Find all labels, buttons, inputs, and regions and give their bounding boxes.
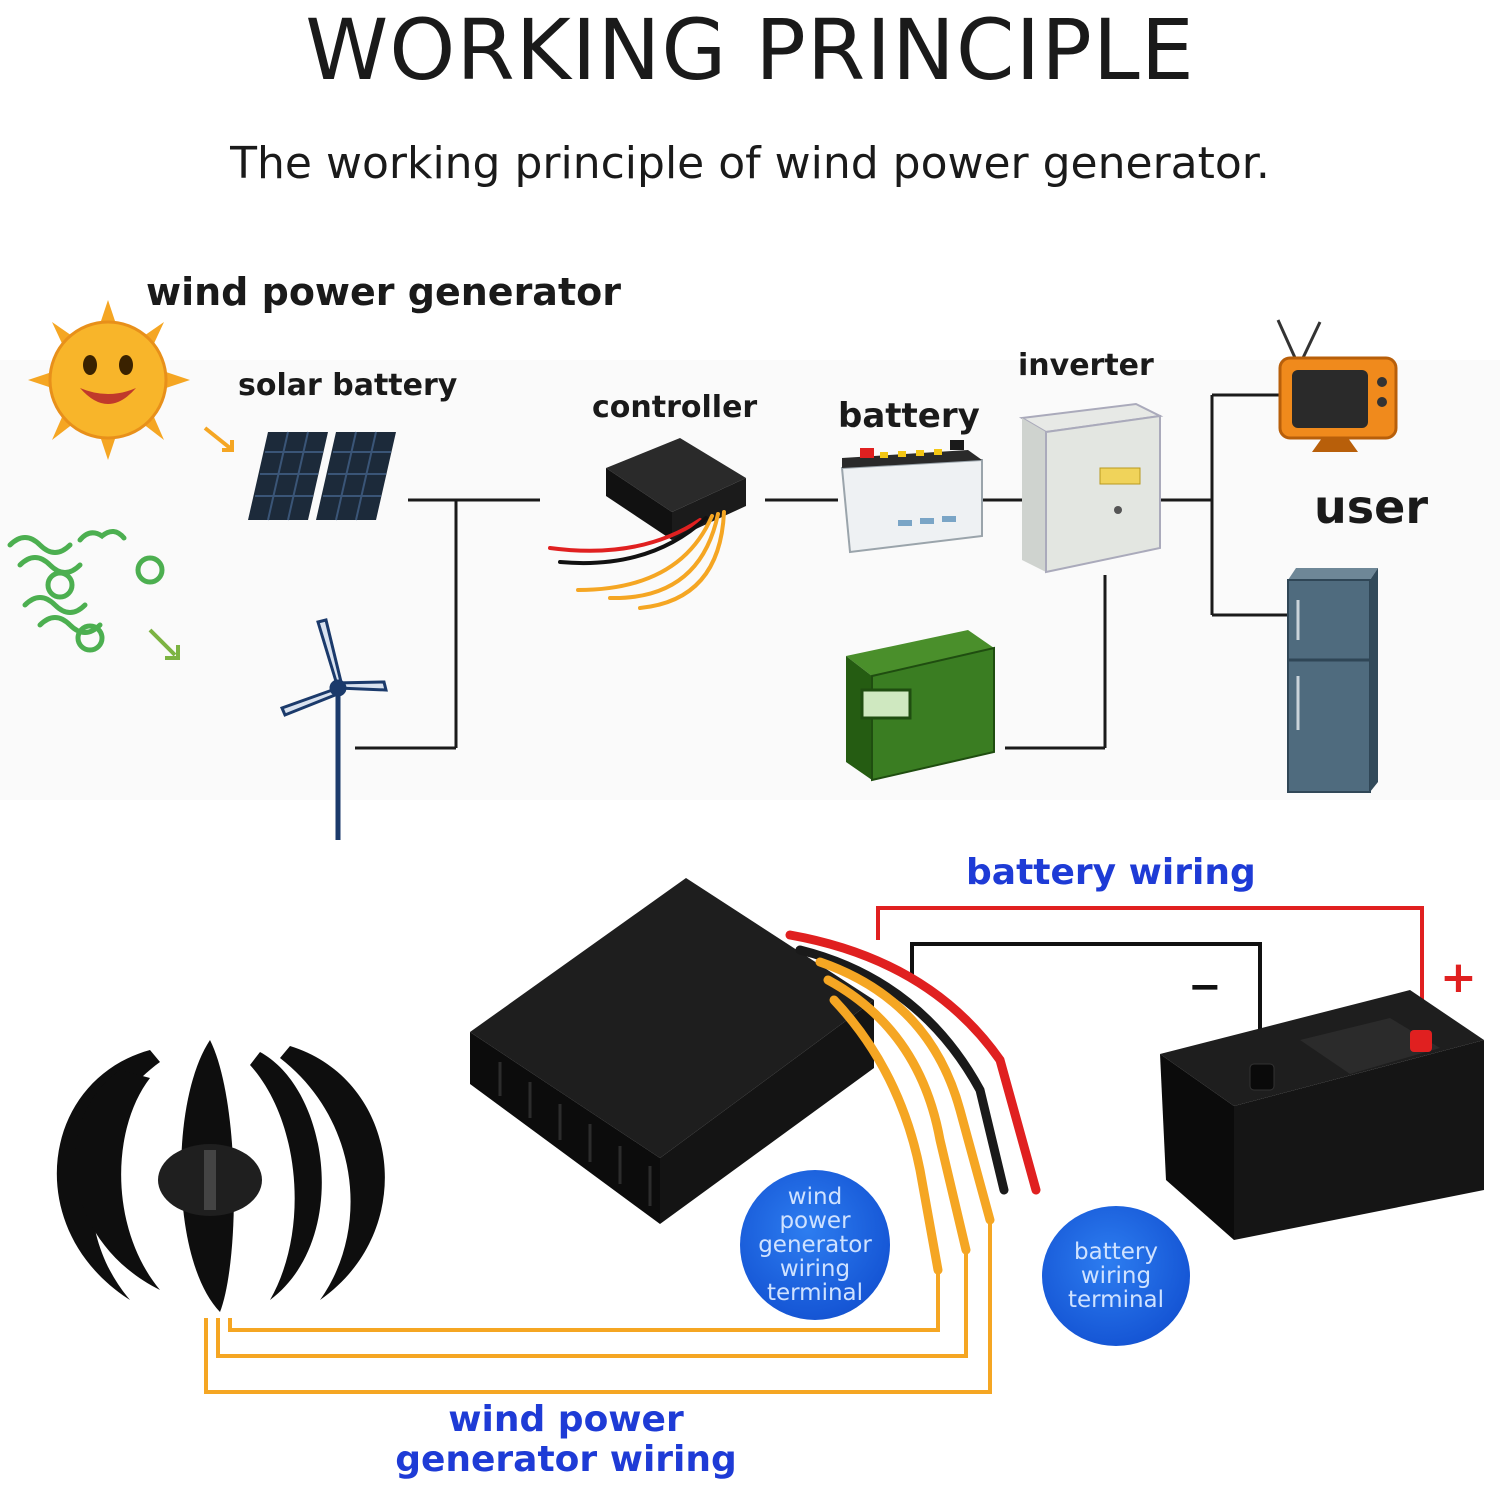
badge-line: wiring — [779, 1256, 851, 1282]
inverter-icon — [1018, 402, 1164, 574]
controller-box-icon — [548, 438, 746, 610]
sun-icon — [28, 300, 190, 460]
label-generator-wiring: wind power generator wiring — [395, 1399, 737, 1480]
solar-panel-icon — [248, 431, 396, 521]
page-title: WORKING PRINCIPLE — [305, 1, 1195, 99]
plus-sign: + — [1440, 952, 1477, 1003]
battery-terminal-badge: battery wiring terminal — [1042, 1206, 1190, 1346]
label-battery: battery — [838, 396, 980, 436]
badge-line: battery — [1074, 1239, 1158, 1265]
wind-arrow-icon — [148, 628, 180, 660]
label-controller: controller — [592, 390, 758, 425]
badge-line: generator — [758, 1232, 872, 1258]
battery-icon — [840, 440, 983, 554]
backup-battery-icon — [846, 630, 995, 782]
label-battery-wiring: battery wiring — [966, 852, 1256, 893]
minus-sign: − — [1188, 964, 1222, 1010]
label-user: user — [1314, 480, 1429, 534]
vertical-turbine-icon — [56, 1040, 385, 1312]
top-connection-lines — [355, 393, 1288, 750]
wind-turbine-icon — [279, 618, 388, 840]
badge-line: terminal — [766, 1280, 864, 1306]
label-wind-power-generator: wind power generator — [146, 270, 621, 314]
car-battery-icon — [1160, 990, 1484, 1240]
controller-unit-icon — [470, 878, 874, 1224]
tv-icon — [1276, 319, 1398, 452]
label-inverter: inverter — [1018, 348, 1154, 383]
battery-wiring-lines — [876, 906, 1424, 1072]
generator-wiring-lines — [204, 1222, 992, 1394]
sun-arrow-icon — [203, 426, 234, 452]
refrigerator-icon — [1287, 568, 1378, 793]
light-band — [0, 360, 1500, 800]
badge-line: terminal — [1067, 1287, 1165, 1313]
badge-line: wind — [787, 1184, 843, 1210]
page-subtitle: The working principle of wind power gene… — [230, 138, 1270, 189]
wind-terminal-badge: wind power generator wiring terminal — [740, 1170, 890, 1320]
badge-line: power — [779, 1208, 851, 1234]
label-solar-battery: solar battery — [238, 368, 458, 403]
wind-gust-icon — [7, 529, 165, 653]
controller-wires — [785, 930, 1041, 1275]
badge-line: wiring — [1080, 1263, 1152, 1289]
